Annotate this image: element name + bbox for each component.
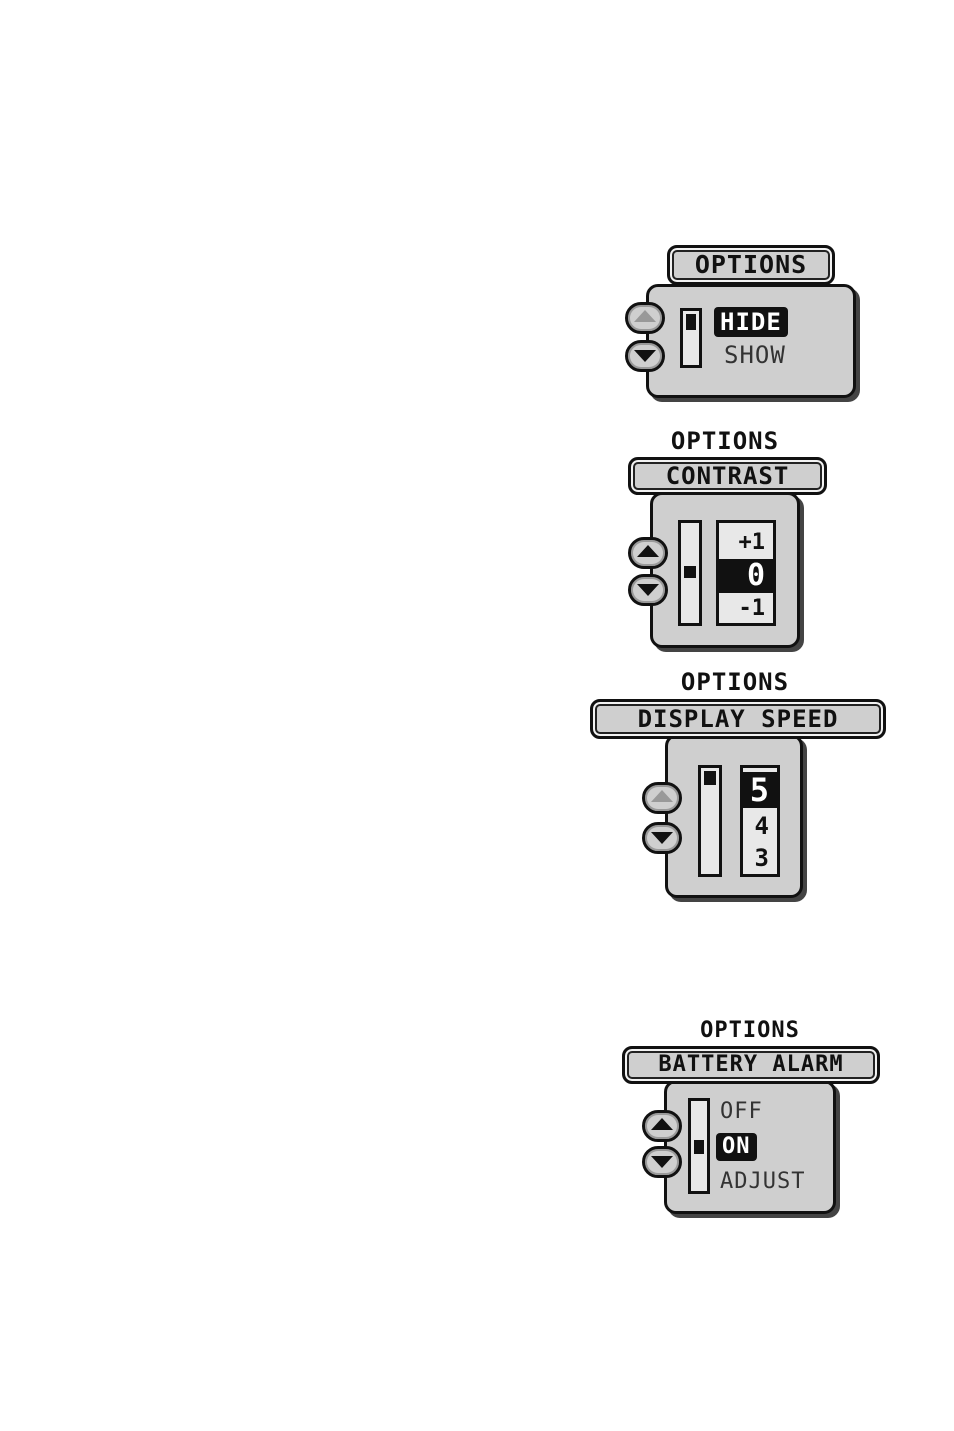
down-button[interactable]	[642, 822, 682, 854]
down-button[interactable]	[628, 574, 668, 606]
options-title-tab: OPTIONS	[667, 245, 835, 285]
option-off[interactable]: OFF	[720, 1098, 763, 1126]
option-on[interactable]: ON	[716, 1133, 757, 1161]
battery-alarm-option-thumb[interactable]	[694, 1140, 704, 1154]
up-button[interactable]	[625, 302, 665, 334]
arrow-down-icon	[632, 346, 658, 366]
options-heading: OPTIONS	[630, 427, 820, 455]
contrast-slider-thumb[interactable]	[684, 566, 696, 578]
option-show[interactable]: SHOW	[724, 340, 786, 370]
arrow-down-icon	[649, 1152, 675, 1172]
options-heading: OPTIONS	[640, 668, 830, 696]
up-button[interactable]	[642, 1110, 682, 1142]
contrast-title-tab: CONTRAST	[628, 457, 827, 495]
battery-alarm-title-tab: BATTERY ALARM	[622, 1046, 880, 1084]
display-speed-panel	[665, 734, 803, 898]
arrow-down-icon	[649, 828, 675, 848]
contrast-value-list: +1 0 -1	[716, 520, 776, 626]
down-button[interactable]	[642, 1146, 682, 1178]
options-heading: OPTIONS	[655, 1018, 845, 1043]
display-speed-value-4[interactable]: 4	[755, 812, 769, 840]
display-speed-value-list: 5 4 3	[740, 765, 780, 877]
arrow-up-icon	[635, 543, 661, 563]
contrast-value-plus1[interactable]: +1	[739, 529, 766, 557]
option-scroll-thumb[interactable]	[686, 314, 696, 330]
contrast-value-minus1[interactable]: -1	[739, 595, 766, 623]
arrow-up-icon	[632, 308, 658, 328]
battery-alarm-title: BATTERY ALARM	[658, 1052, 843, 1077]
contrast-title: CONTRAST	[666, 462, 790, 490]
down-button[interactable]	[625, 340, 665, 372]
display-speed-slider-thumb[interactable]	[704, 771, 716, 785]
options-title: OPTIONS	[695, 250, 807, 279]
display-speed-title: DISPLAY SPEED	[638, 705, 839, 733]
option-hide[interactable]: HIDE	[714, 307, 788, 337]
up-button[interactable]	[642, 782, 682, 814]
option-adjust[interactable]: ADJUST	[720, 1168, 805, 1196]
display-speed-title-tab: DISPLAY SPEED	[590, 699, 886, 739]
arrow-up-icon	[649, 788, 675, 808]
display-speed-value-3[interactable]: 3	[755, 844, 769, 872]
up-button[interactable]	[628, 537, 668, 569]
display-speed-value-5[interactable]: 5	[743, 772, 777, 808]
contrast-value-0[interactable]: 0	[719, 559, 773, 593]
arrow-up-icon	[649, 1116, 675, 1136]
arrow-down-icon	[635, 580, 661, 600]
